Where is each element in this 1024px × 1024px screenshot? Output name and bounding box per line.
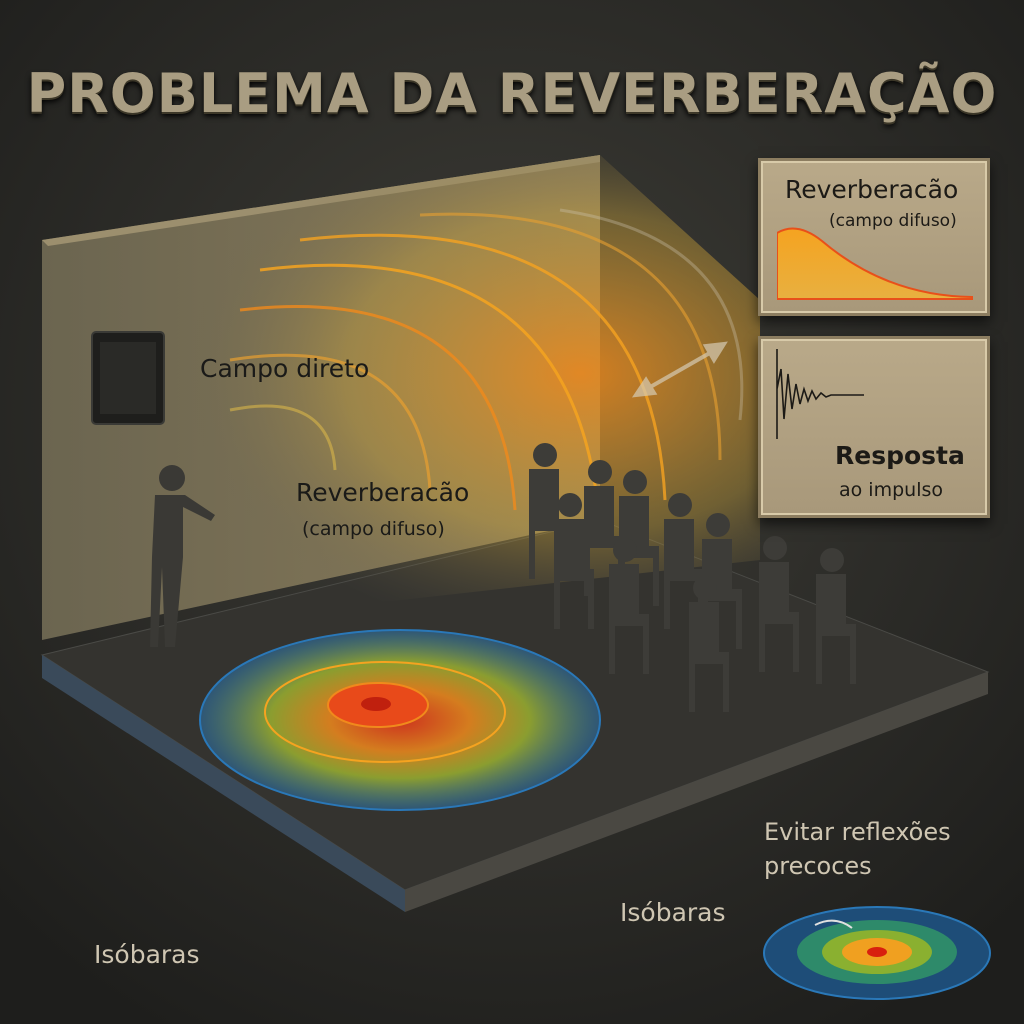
speaker-icon [91, 331, 165, 425]
decay-curve-icon [777, 227, 973, 300]
page-title: PROBLEMA DA REVERBERAÇÃO [26, 62, 998, 125]
small-isobars [763, 906, 991, 1000]
platform-front-left [42, 655, 405, 912]
reverb-panel: Reverberacão (campo difuso) [758, 158, 990, 316]
audience-member [816, 548, 856, 684]
audience-member [554, 493, 594, 629]
audience-member [689, 576, 729, 712]
wall-glow [42, 155, 760, 640]
isobars-label-left: Isóbaras [94, 940, 200, 969]
audience-member [619, 470, 659, 606]
impulse-response-panel: Resposta ao impulso [758, 336, 990, 518]
audience-member [759, 536, 799, 672]
early-reflections-note: Evitar reflexões precoces [764, 818, 951, 880]
audience-member [584, 460, 624, 596]
impulse-panel-subtitle: ao impulso [839, 479, 943, 501]
audience-group [529, 443, 856, 712]
reverb-label: Reverberacão [296, 478, 470, 507]
audience-member [702, 513, 742, 649]
impulse-response-waveform-icon [776, 349, 864, 439]
reflection-arrows [631, 341, 728, 398]
direct-field-label: Campo direto [200, 354, 370, 383]
impulse-panel-title: Resposta [835, 441, 965, 470]
audience-member [664, 493, 704, 629]
reverb-panel-subtitle: (campo difuso) [829, 211, 957, 231]
platform-front-right [405, 672, 988, 912]
isobars-label-right: Isóbaras [620, 898, 726, 927]
floor-isobars [199, 629, 601, 811]
sound-wave-arcs [229, 208, 744, 531]
audience-member [529, 443, 569, 579]
reverb-sub-label: (campo difuso) [302, 518, 445, 540]
reverb-panel-title: Reverberacão [785, 175, 959, 204]
presenter-figure [150, 465, 215, 647]
audience-member [609, 538, 649, 674]
